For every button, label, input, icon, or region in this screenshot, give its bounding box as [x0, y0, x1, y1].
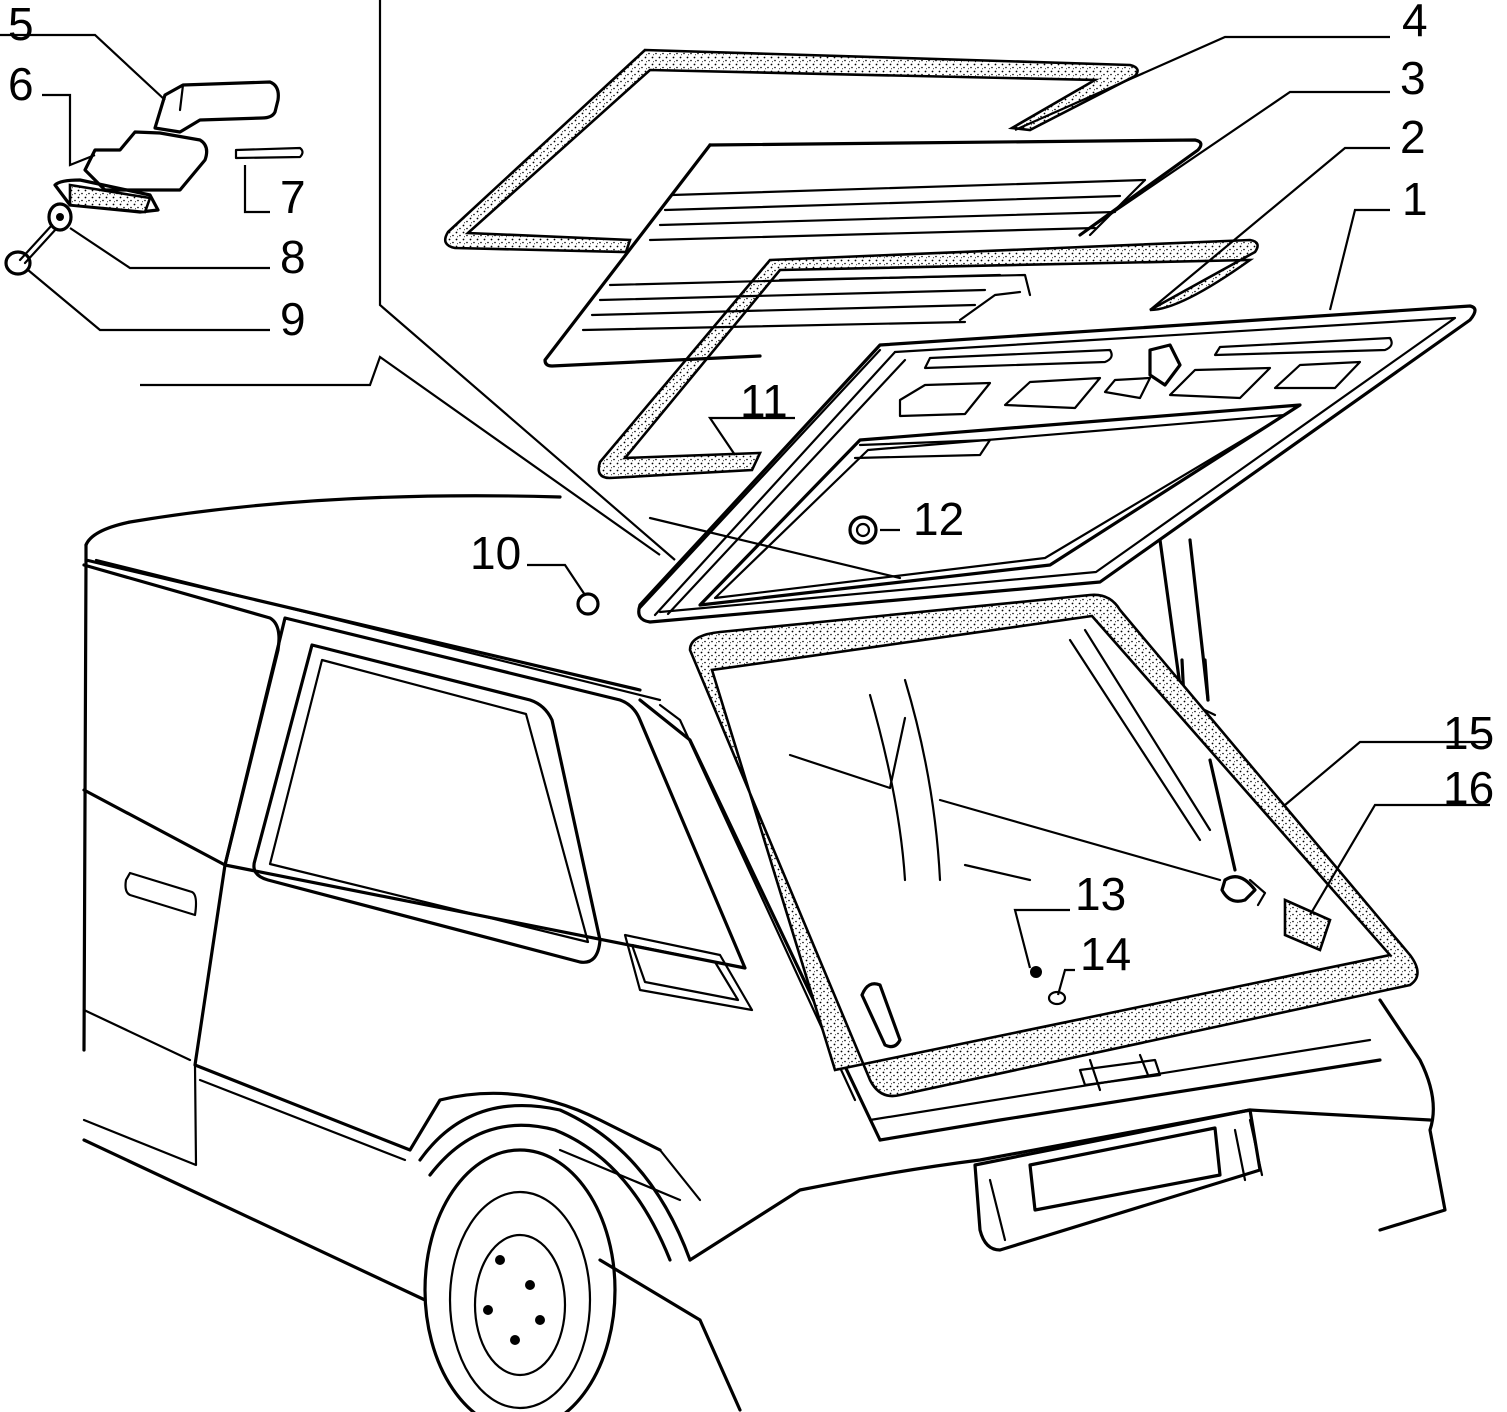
- callout-labels: 1 2 3 4 5 6 7 8 9 10 11 12 13 14 15 16: [8, 0, 1494, 980]
- callout-15: 15: [1443, 707, 1494, 759]
- leader-lines: [0, 0, 1490, 996]
- tailgate-inner-panel: [637, 304, 1477, 624]
- callout-14: 14: [1080, 928, 1131, 980]
- car-body: [82, 494, 1447, 1412]
- callout-11: 11: [740, 375, 788, 427]
- callout-12: 12: [913, 493, 964, 545]
- callout-3: 3: [1400, 52, 1426, 104]
- lock-parts-inset: [4, 80, 304, 276]
- callout-10: 10: [470, 527, 521, 579]
- rear-glass: [543, 138, 1203, 368]
- callout-1: 1: [1402, 173, 1428, 225]
- callout-5: 5: [8, 0, 34, 50]
- callout-8: 8: [280, 231, 306, 283]
- callout-7: 7: [280, 171, 306, 223]
- callout-2: 2: [1400, 111, 1426, 163]
- callout-6: 6: [8, 58, 34, 110]
- callout-16: 16: [1443, 762, 1494, 814]
- outer-seal: [443, 48, 1139, 254]
- callout-13: 13: [1075, 868, 1126, 920]
- callout-9: 9: [280, 293, 306, 345]
- tailgate-opening-seal: [688, 593, 1419, 1098]
- callout-4: 4: [1402, 0, 1428, 46]
